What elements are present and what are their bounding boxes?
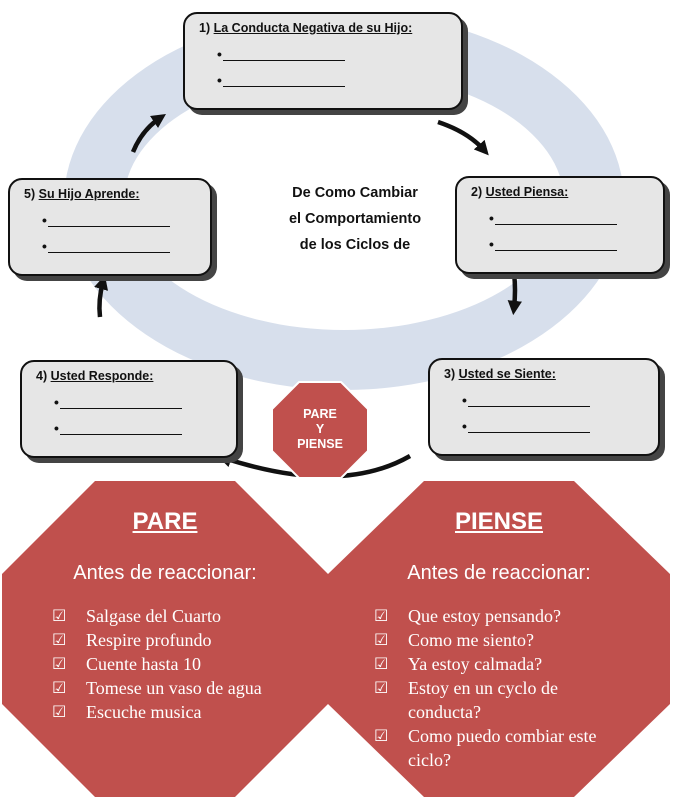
box-title-you-think: Usted Piensa: <box>485 185 569 199</box>
octagon-shape <box>2 481 328 797</box>
box-title-you-feel: Usted se Siente: <box>458 367 556 381</box>
piense-list: ☑Que estoy pensando? ☑Como me siento? ☑Y… <box>374 604 624 772</box>
fill-in-line: • <box>42 238 200 254</box>
fill-in-line: • <box>217 46 451 62</box>
arrow-1-to-2 <box>437 119 489 156</box>
cycle-center-title: De Como Cambiar el Comportamiento de los… <box>288 185 422 253</box>
arrow-4-to-5 <box>94 275 109 318</box>
fill-in-line: • <box>462 418 648 434</box>
checkbox-icon: ☑ <box>52 630 67 649</box>
cycle-box-2: 2) Usted Piensa: • • <box>455 176 665 274</box>
fill-in-line: • <box>54 420 226 436</box>
box-title-child-learns: Su Hijo Aprende: <box>38 187 140 201</box>
list-item: ☑Estoy en un cyclo de conducta? <box>374 678 558 722</box>
list-item: ☑Ya estoy calmada? <box>374 654 543 674</box>
fill-in-line: • <box>489 210 653 226</box>
cycle-box-4: 4) Usted Responde: • • <box>20 360 238 458</box>
pare-title: PARE <box>132 508 198 535</box>
list-item: ☑Cuente hasta 10 <box>52 654 201 674</box>
fill-in-line: • <box>489 236 653 252</box>
list-item: ☑Tomese un vaso de agua <box>52 678 262 698</box>
arrow-2-to-3 <box>507 272 522 316</box>
fill-in-line: • <box>462 392 648 408</box>
list-item: ☑Salgase del Cuarto <box>52 606 221 626</box>
checkbox-icon: ☑ <box>52 702 67 721</box>
checkbox-icon: ☑ <box>374 654 389 673</box>
cycle-box-1: 1) La Conducta Negativa de su Hijo: • • <box>183 12 463 110</box>
fill-in-line: • <box>42 212 200 228</box>
checkbox-icon: ☑ <box>374 630 389 649</box>
checkbox-icon: ☑ <box>374 678 389 697</box>
list-item: ☑Respire profundo <box>52 630 212 650</box>
list-item: ☑Que estoy pensando? <box>374 606 561 626</box>
fill-in-line: • <box>54 394 226 410</box>
stop-sign-pare: PARE Antes de reaccionar: ☑Salgase del C… <box>0 480 330 798</box>
checkbox-icon: ☑ <box>374 606 389 625</box>
list-item: ☑Escuche musica <box>52 702 202 722</box>
cycle-box-3: 3) Usted se Siente: • • <box>428 358 660 456</box>
checkbox-icon: ☑ <box>52 654 67 673</box>
box-title-negative-behavior: La Conducta Negativa de su Hijo: <box>213 21 413 35</box>
piense-title: PIENSE <box>454 508 544 535</box>
octagon-shape <box>271 381 369 479</box>
checkbox-icon: ☑ <box>52 678 67 697</box>
arrow-5-to-1 <box>130 114 166 153</box>
pare-subtitle: Antes de reaccionar: <box>73 562 257 584</box>
checkbox-icon: ☑ <box>374 726 389 745</box>
fill-in-line: • <box>217 72 451 88</box>
checkbox-icon: ☑ <box>52 606 67 625</box>
pare-list: ☑Salgase del Cuarto ☑Respire profundo ☑C… <box>52 604 262 724</box>
box-title-you-respond: Usted Responde: <box>50 369 154 383</box>
octagon-shape <box>328 481 670 797</box>
stop-sign-small: PARE Y PIENSE <box>270 380 370 480</box>
cycle-box-5: 5) Su Hijo Aprende: • • <box>8 178 212 276</box>
stop-sign-piense: PIENSE Antes de reaccionar: ☑Que estoy p… <box>326 480 672 798</box>
list-item: ☑Como puedo combiar este ciclo? <box>374 726 597 770</box>
list-item: ☑Como me siento? <box>374 630 534 650</box>
piense-subtitle: Antes de reaccionar: <box>407 562 591 584</box>
